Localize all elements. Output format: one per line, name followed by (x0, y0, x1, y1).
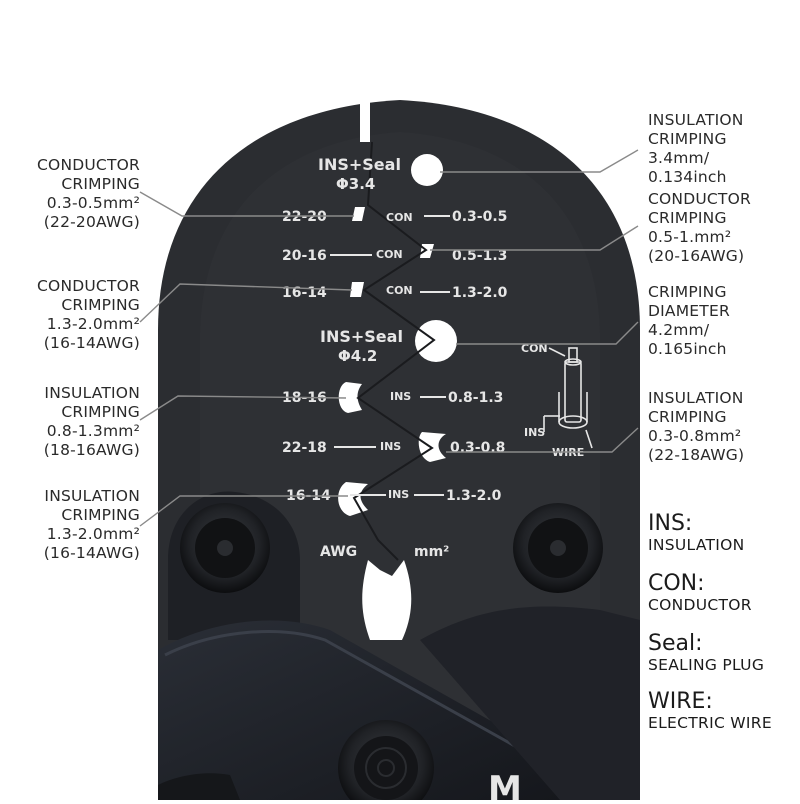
callout-line: 1.3-2.0mm² (46, 315, 140, 333)
callout-line: (18-16AWG) (43, 441, 140, 459)
callout-insulation-0-3-0-8: INSULATION CRIMPING 0.3-0.8mm² (22-18AWG… (648, 389, 744, 465)
callout-line: (22-18AWG) (648, 446, 745, 464)
die-row6-mm: 1.3-2.0 (446, 488, 502, 504)
die-row3-mm: 1.3-2.0 (452, 285, 508, 301)
callout-line: 0.134inch (648, 168, 727, 186)
callout-line: (16-14AWG) (43, 334, 140, 352)
diagram-ins-label: INS (524, 426, 545, 439)
logo-fragment: M (488, 769, 522, 800)
die-row2-awg: 20-16 (282, 248, 327, 264)
callout-diameter-4-2mm: CRIMPING DIAMETER 4.2mm/ 0.165inch (648, 283, 730, 359)
jaw-gap (338, 154, 457, 640)
die-connector-lines (330, 215, 450, 496)
callout-line: INSULATION (648, 111, 744, 129)
die-row2-mm: 0.5-1.3 (452, 248, 507, 264)
hole-phi-4-2 (415, 320, 457, 362)
die-row2-type: CON (376, 248, 403, 261)
diagram-con-label: CON (521, 342, 548, 355)
die-row4-type: INS (390, 390, 411, 403)
legend-full: INSULATION (648, 536, 745, 554)
callout-line: 3.4mm/ (648, 149, 710, 167)
callout-conductor-0-5-1: CONDUCTOR CRIMPING 0.5-1.mm² (20-16AWG) (648, 190, 751, 266)
legend-abbr: WIRE: (648, 689, 713, 714)
callout-line: CRIMPING (648, 408, 727, 426)
leader-lines (139, 149, 639, 527)
die-row5-type: INS (380, 440, 401, 453)
legend-full: CONDUCTOR (648, 596, 752, 614)
callout-line: CRIMPING (61, 175, 140, 193)
die-footer-mm: mm² (414, 544, 449, 560)
callout-line: 0.5-1.mm² (648, 228, 732, 246)
callout-line: 1.3-2.0mm² (46, 525, 140, 543)
callout-line: CONDUCTOR (648, 190, 751, 208)
callout-insulation-1-3-2-0: INSULATION CRIMPING 1.3-2.0mm² (16-14AWG… (44, 487, 140, 563)
legend-ins: INS: INSULATION (648, 511, 745, 555)
die-phi-top: Φ3.4 (336, 175, 375, 193)
callout-line: (22-20AWG) (43, 213, 140, 231)
legend-seal: Seal: SEALING PLUG (648, 631, 765, 675)
callout-line: CRIMPING (61, 506, 140, 524)
callout-line: CRIMPING (648, 209, 727, 227)
callout-line: CRIMPING (648, 130, 727, 148)
legend-con: CON: CONDUCTOR (648, 571, 752, 615)
die-row1-type: CON (386, 211, 413, 224)
die-row5-mm: 0.3-0.8 (450, 440, 505, 456)
terminal-diagram-icon (543, 347, 593, 449)
callout-line: CONDUCTOR (37, 277, 140, 295)
legend-abbr: Seal: (648, 631, 703, 656)
callout-line: INSULATION (648, 389, 744, 407)
die-row3-type: CON (386, 284, 413, 297)
die-ins-seal-top: INS+Seal (318, 155, 401, 174)
legend-wire: WIRE: ELECTRIC WIRE (648, 689, 772, 733)
legend-full: SEALING PLUG (648, 656, 765, 674)
legend-abbr: INS: (648, 511, 693, 536)
callout-line: 0.165inch (648, 340, 727, 358)
callout-line: CRIMPING (61, 296, 140, 314)
callout-line: 4.2mm/ (648, 321, 710, 339)
callout-conductor-0-3-0-5: CONDUCTOR CRIMPING 0.3-0.5mm² (22-20AWG) (37, 156, 140, 232)
callout-line: (16-14AWG) (43, 544, 140, 562)
die-phi-mid: Φ4.2 (338, 347, 377, 365)
die-ins-seal-mid: INS+Seal (320, 327, 403, 346)
callout-insulation-3-4mm: INSULATION CRIMPING 3.4mm/ 0.134inch (648, 111, 744, 187)
callout-line: 0.8-1.3mm² (46, 422, 140, 440)
legend-abbr: CON: (648, 571, 705, 596)
callout-conductor-1-3-2-0: CONDUCTOR CRIMPING 1.3-2.0mm² (16-14AWG) (37, 277, 140, 353)
hole-phi-3-4 (411, 154, 443, 186)
callout-insulation-0-8-1-3: INSULATION CRIMPING 0.8-1.3mm² (18-16AWG… (44, 384, 140, 460)
callout-line: 0.3-0.5mm² (46, 194, 140, 212)
top-slot (360, 100, 370, 142)
die-row4-mm: 0.8-1.3 (448, 390, 503, 406)
callout-line: CONDUCTOR (37, 156, 140, 174)
callout-line: (20-16AWG) (648, 247, 745, 265)
callout-line: INSULATION (44, 487, 140, 505)
callout-line: CRIMPING (648, 283, 727, 301)
callout-line: DIAMETER (648, 302, 730, 320)
die-row5-awg: 22-18 (282, 440, 327, 456)
legend-full: ELECTRIC WIRE (648, 714, 772, 732)
handle-arm (158, 620, 560, 800)
callout-line: INSULATION (44, 384, 140, 402)
callout-line: 0.3-0.8mm² (648, 427, 742, 445)
die-footer-awg: AWG (320, 544, 357, 560)
callout-line: CRIMPING (61, 403, 140, 421)
die-row1-awg: 22-20 (282, 209, 327, 225)
die-row1-mm: 0.3-0.5 (452, 209, 507, 225)
die-row6-type: INS (388, 488, 409, 501)
